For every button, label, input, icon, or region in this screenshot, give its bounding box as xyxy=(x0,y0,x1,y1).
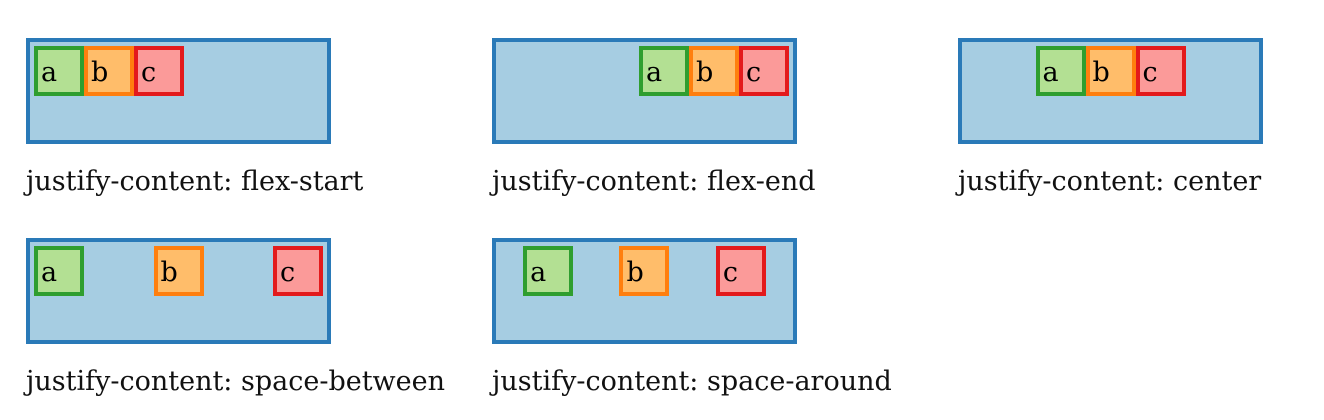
item-b: b xyxy=(689,46,739,96)
demo-flex-end: a b c justify-content: flex-end xyxy=(492,38,932,197)
item-c: c xyxy=(1135,46,1186,96)
item-c: c xyxy=(273,246,323,296)
demo-center: a b c justify-content: center xyxy=(958,38,1318,197)
item-b: b xyxy=(153,246,204,296)
item-b: b xyxy=(619,246,670,296)
demo-flex-start: a b c justify-content: flex-start xyxy=(26,38,466,197)
flex-container: a b c xyxy=(492,238,797,344)
item-a: a xyxy=(34,246,84,296)
demo-label: justify-content: flex-start xyxy=(26,166,364,197)
demo-label: justify-content: flex-end xyxy=(492,166,816,197)
item-a: a xyxy=(1035,46,1086,96)
item-a: a xyxy=(34,46,84,96)
demo-space-around: a b c justify-content: space-around xyxy=(492,238,932,397)
flex-container: a b c xyxy=(26,238,331,344)
item-c: c xyxy=(134,46,184,96)
item-b: b xyxy=(84,46,134,96)
demo-label: justify-content: space-between xyxy=(26,366,446,397)
demo-label: justify-content: center xyxy=(958,166,1262,197)
flex-container: a b c xyxy=(492,38,797,144)
item-a: a xyxy=(523,246,574,296)
flex-container: a b c xyxy=(958,38,1263,144)
demo-space-between: a b c justify-content: space-between xyxy=(26,238,466,397)
item-b: b xyxy=(1085,46,1136,96)
item-a: a xyxy=(639,46,689,96)
flex-container: a b c xyxy=(26,38,331,144)
demo-label: justify-content: space-around xyxy=(492,366,892,397)
item-c: c xyxy=(739,46,789,96)
item-c: c xyxy=(715,246,766,296)
